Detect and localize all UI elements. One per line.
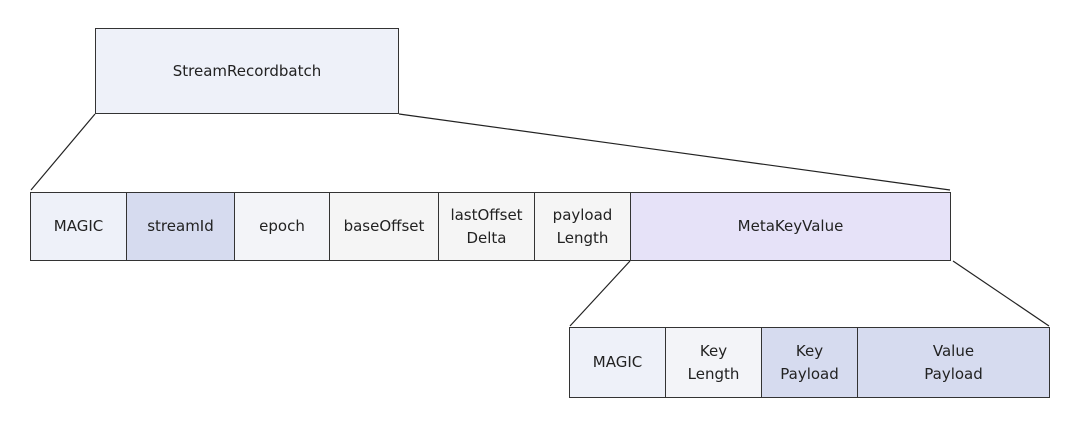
meta-field-value-payload: Value Payload [858, 327, 1050, 398]
meta-to-detail-left-line [569, 260, 631, 327]
meta-field-magic: MAGIC [569, 327, 666, 398]
meta-field-key-length: Key Length [666, 327, 762, 398]
record-field-metakeyvalue-label: MetaKeyValue [737, 217, 844, 235]
root-to-record-left-line [30, 113, 96, 191]
record-field-streamid-label: streamId [147, 217, 214, 235]
meta-field-key-length-label: Key Length [687, 341, 740, 383]
record-field-magic: MAGIC [30, 192, 127, 261]
record-field-magic-label: MAGIC [53, 217, 104, 235]
meta-field-key-payload: Key Payload [762, 327, 858, 398]
record-field-payload-length: payload Length [535, 192, 631, 261]
stream-recordbatch-label: StreamRecordbatch [172, 61, 322, 80]
record-field-baseoffset: baseOffset [330, 192, 439, 261]
meta-field-value-payload-label: Value Payload [924, 341, 983, 383]
record-field-streamid: streamId [127, 192, 235, 261]
meta-to-detail-right-line [952, 260, 1050, 327]
record-field-lastoffset-delta-label: lastOffset Delta [450, 205, 523, 247]
record-field-epoch-label: epoch [259, 217, 305, 235]
record-field-payload-length-label: payload Length [552, 205, 613, 247]
record-field-epoch: epoch [235, 192, 330, 261]
root-to-record-right-line [398, 113, 951, 191]
meta-field-key-payload-label: Key Payload [780, 341, 839, 383]
record-field-lastoffset-delta: lastOffset Delta [439, 192, 535, 261]
meta-field-magic-label: MAGIC [592, 353, 643, 371]
stream-recordbatch-box: StreamRecordbatch [95, 28, 399, 114]
record-field-baseoffset-label: baseOffset [343, 217, 425, 235]
record-field-metakeyvalue: MetaKeyValue [631, 192, 951, 261]
